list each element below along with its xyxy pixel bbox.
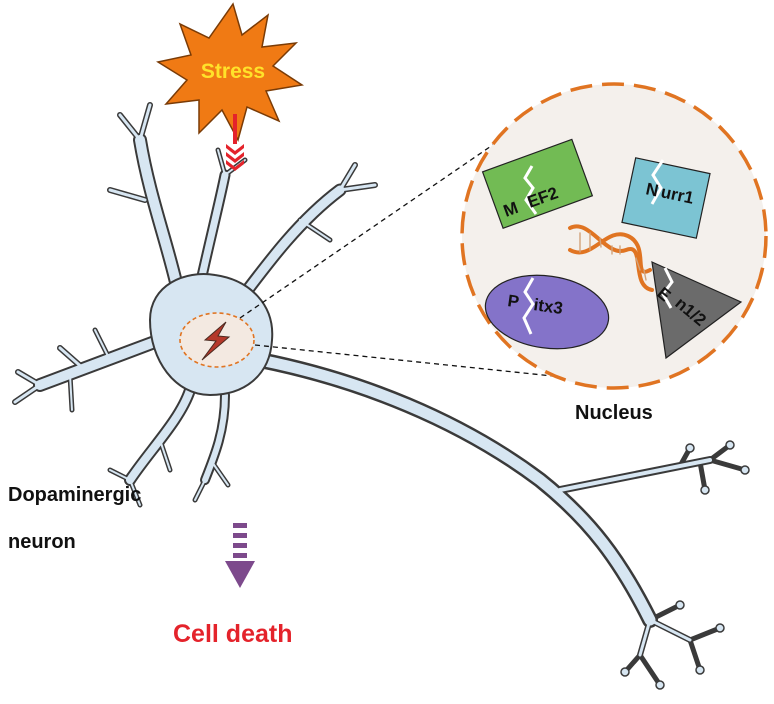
nurr1-label-n: N	[644, 179, 660, 200]
cell-death-label: Cell death	[173, 620, 292, 648]
nurr1-factor	[621, 157, 711, 239]
neuron-processes	[12, 102, 750, 690]
nucleus-zoom	[460, 82, 768, 390]
pitx3-label-rest: itx3	[532, 295, 564, 318]
neuron-label-line1: Dopaminergic	[8, 484, 141, 506]
mef2-factor	[481, 138, 594, 230]
stress-burst	[156, 2, 305, 143]
cell-death-arrow	[225, 523, 255, 588]
pitx3-factor	[484, 274, 610, 350]
mef2-label-m: M	[501, 198, 521, 221]
lightning-icon	[201, 321, 231, 361]
stress-label: Stress	[201, 60, 265, 83]
dna-icon	[568, 224, 654, 292]
zoom-line-top	[239, 139, 501, 319]
en12-factor	[651, 261, 743, 360]
pitx3-label-p: P	[506, 291, 520, 311]
nucleus-label: Nucleus	[575, 402, 653, 424]
neuron-label-line2: neuron	[8, 531, 76, 553]
stress-arrow	[226, 114, 244, 171]
